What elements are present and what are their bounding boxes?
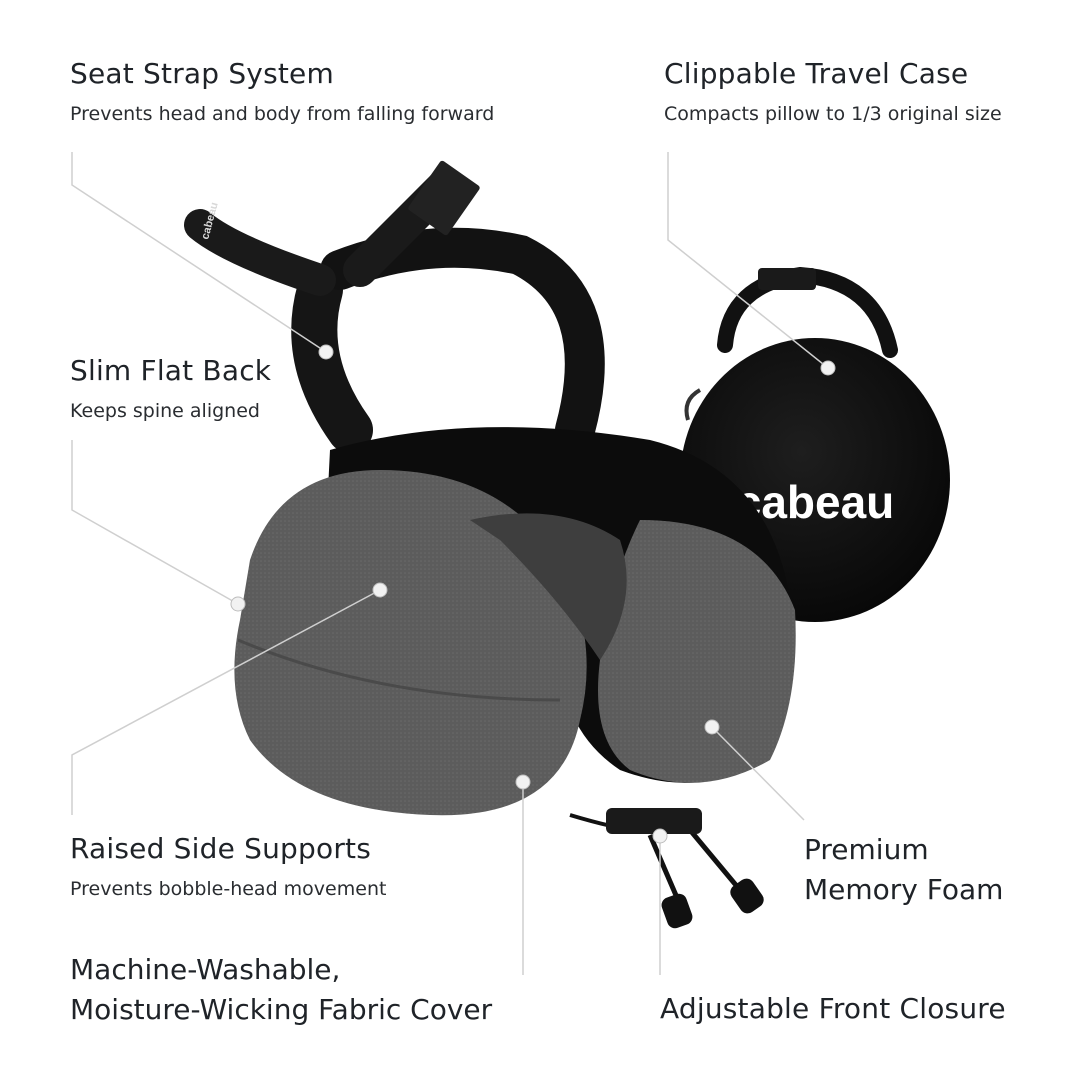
- callout-lines: [71, 152, 829, 975]
- feature-subtitle: Prevents bobble-head movement: [70, 878, 387, 900]
- feature-title-line2: Moisture-Wicking Fabric Cover: [70, 993, 493, 1026]
- buckle-icon: [758, 268, 816, 290]
- feature-title: Seat Strap System: [70, 57, 334, 90]
- feature-subtitle: Prevents head and body from falling forw…: [70, 103, 495, 125]
- cord-lock-icon: [606, 808, 702, 834]
- feature-title-line2: Memory Foam: [804, 873, 1004, 906]
- callout-dots: [230, 344, 836, 844]
- front-closure: [569, 808, 764, 929]
- feature-subtitle: Compacts pillow to 1/3 original size: [664, 103, 1002, 125]
- feature-front-closure: Adjustable Front Closure: [660, 990, 1006, 1028]
- neck-pillow: [234, 427, 796, 816]
- seat-strap: cabeau: [184, 160, 605, 453]
- feature-title: Clippable Travel Case: [664, 57, 969, 90]
- feature-seat-strap: Seat Strap System Prevents head and body…: [70, 55, 494, 127]
- feature-fabric-cover: Machine-Washable, Moisture-Wicking Fabri…: [70, 950, 492, 1030]
- feature-title: Raised Side Supports: [70, 832, 371, 865]
- feature-title: Slim Flat Back: [70, 354, 272, 387]
- feature-flat-back: Slim Flat Back Keeps spine aligned: [70, 352, 271, 424]
- feature-side-supports: Raised Side Supports Prevents bobble-hea…: [70, 830, 386, 902]
- feature-title-line1: Machine-Washable,: [70, 953, 341, 986]
- feature-travel-case: Clippable Travel Case Compacts pillow to…: [664, 55, 1002, 127]
- feature-title: Adjustable Front Closure: [660, 992, 1006, 1025]
- feature-subtitle: Keeps spine aligned: [70, 400, 260, 422]
- feature-memory-foam: Premium Memory Foam: [804, 830, 1003, 910]
- feature-title-line1: Premium: [804, 833, 929, 866]
